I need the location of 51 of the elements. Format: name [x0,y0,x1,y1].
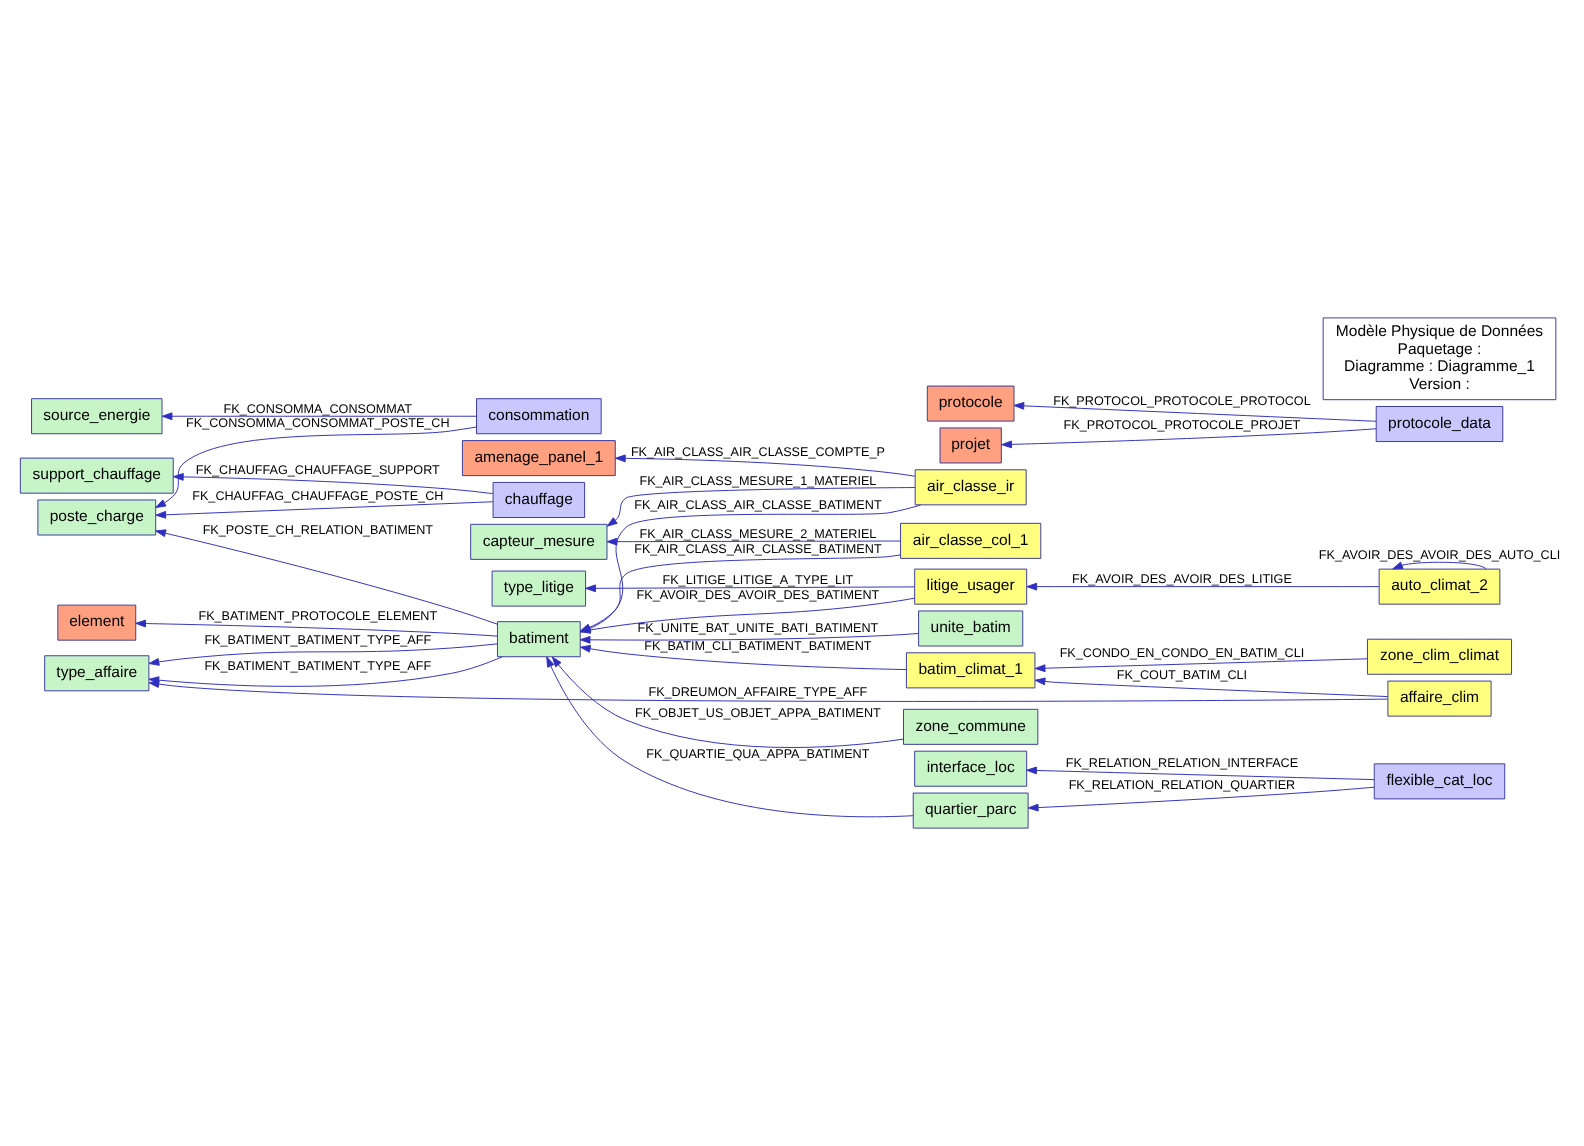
node-box: source_energie [31,398,163,435]
arrow [1034,677,1389,698]
node-box: protocole_data [1375,406,1504,443]
arrow [579,632,919,644]
node-box: auto_climat_2 [1378,568,1501,605]
node-box: amenage_panel_1 [461,440,616,477]
arrow [135,619,498,637]
arrow [1013,401,1377,422]
node-box: element [57,604,137,641]
node-box: interface_loc [914,750,1028,787]
arrow [1392,561,1487,570]
node-box: flexible_cat_loc [1373,763,1506,800]
arrow [551,656,904,748]
node-box: zone_commune [903,708,1039,745]
node-box: unite_batim [918,610,1024,647]
arrow [161,412,477,421]
node-box: protocole [926,385,1015,422]
node-box: type_litige [491,570,587,607]
arrow [148,680,1389,702]
arrow [1026,582,1380,591]
node-box: type_affaire [44,655,150,692]
node-box: batiment [496,621,581,658]
arrow [173,473,494,495]
node-box: batim_climat_1 [905,652,1036,689]
node-box: zone_clim_climat [1366,638,1513,675]
node-box: Modèle Physique de Données Paquetage : Diagramme : Diagramme_1 Version : [1322,317,1557,401]
node-box: capteur_mesure [470,523,608,560]
node-box: air_classe_ir [914,469,1027,506]
node-box: quartier_parc [912,792,1029,829]
node-box: air_classe_col_1 [900,522,1042,559]
node-box: poste_charge [37,499,157,536]
node-box: chauffage [492,481,586,518]
node-box: consommation [476,398,602,435]
node-box: litige_usager [914,568,1028,605]
arrow [155,501,494,519]
arrow [1034,658,1368,673]
arrow [155,426,477,509]
arrow [546,656,914,818]
arrow [1001,428,1377,449]
node-box: affaire_clim [1387,680,1492,717]
arrow [579,644,907,671]
arrow [615,454,916,477]
arrow [155,529,498,625]
arrow [1026,766,1375,781]
arrow [606,487,916,527]
node-box: projet [939,427,1002,464]
arrow [585,584,915,593]
node-box: support_chauffage [19,457,174,494]
arrow [1027,786,1375,812]
arrow [148,643,498,666]
arrow [606,537,901,546]
